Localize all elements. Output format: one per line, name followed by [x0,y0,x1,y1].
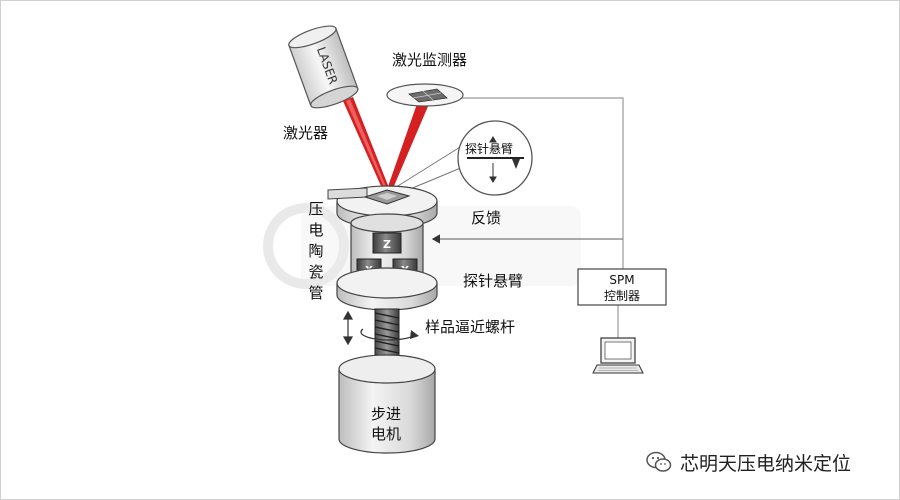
laser-detector [386,83,464,107]
stepper-motor-label-line1: 步进 [371,405,402,423]
spm-label-line1: SPM [609,273,634,287]
deflection-arrow-icon [489,136,497,183]
signal-wires [431,97,624,338]
detector-label: 激光监测器 [392,51,468,69]
piezo-tube-label: 压电陶瓷管 [308,200,324,302]
z-electrode [372,232,402,254]
brand-watermark: 芯明天压电纳米定位 [646,448,851,476]
computer-icon [592,337,644,374]
vertical-motion-arrow-icon [342,310,354,346]
laser-head: LASER [288,25,359,109]
cantilever-inset [390,120,533,198]
approach-screw [342,308,419,362]
wechat-icon [646,451,672,472]
reflected-beam [385,101,429,195]
base-plate [336,267,438,311]
laser-label: 激光器 [283,124,329,142]
stepper-motor-label-line2: 电机 [371,425,402,443]
laser-beams [343,97,429,195]
z-axis-label: Z [383,238,391,251]
detector-to-controller-wire [456,97,624,269]
spm-label-line2: 控制器 [604,289,640,303]
spm-controller-box: SPM 控制器 [577,268,667,306]
cantilever-label: 探针悬臂 [463,272,524,290]
probe-holder [327,187,368,200]
feedback-label: 反馈 [471,209,502,227]
rotation-arrow-icon [360,328,416,341]
brand-name: 芯明天压电纳米定位 [680,452,852,475]
approach-screw-label: 样品逼近螺杆 [425,318,516,336]
cantilever-inset-label: 探针悬臂 [465,142,514,156]
stepper-motor [338,354,436,454]
